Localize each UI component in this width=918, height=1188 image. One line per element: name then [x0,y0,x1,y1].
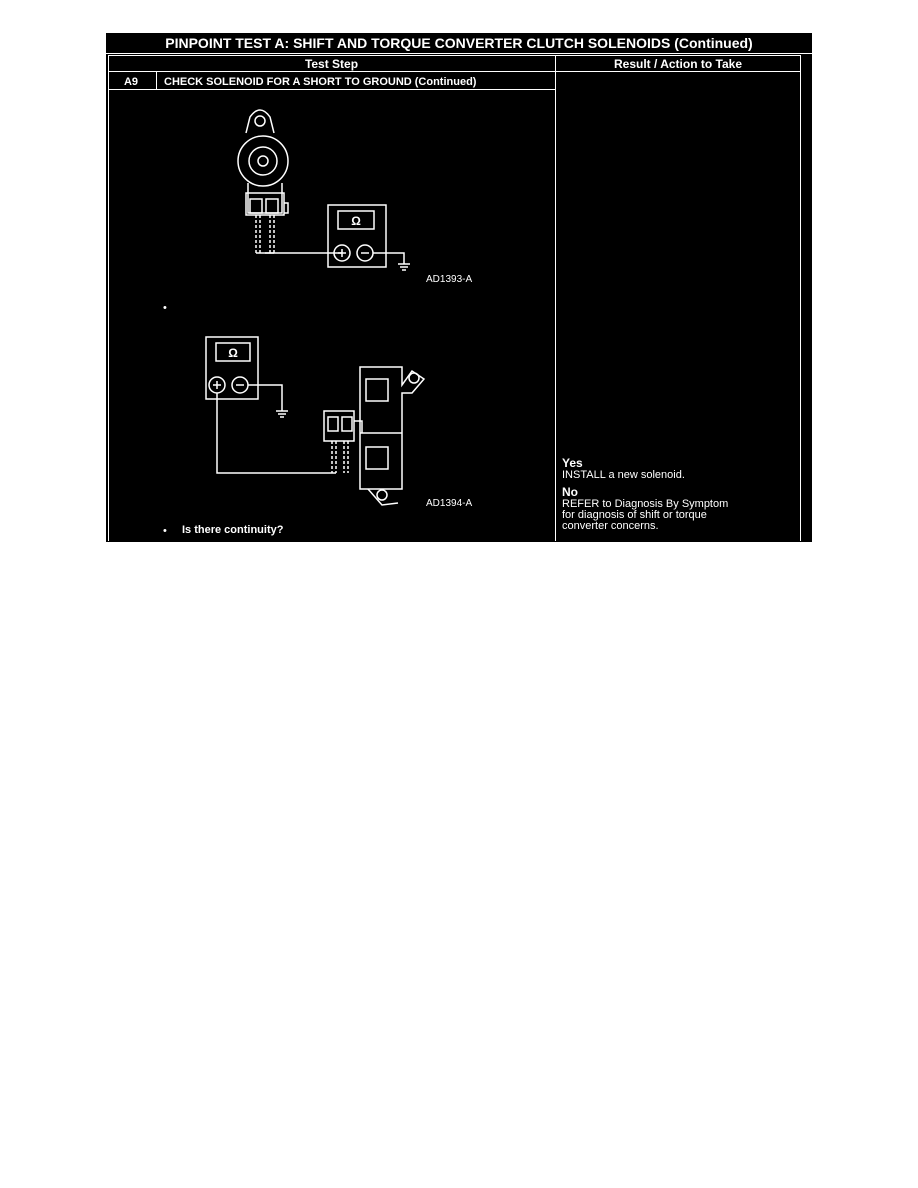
ground-symbol-icon [398,263,410,271]
header-result-action: Result / Action to Take [613,57,742,71]
step-row-line [108,89,555,90]
header-bottom-line [108,71,800,72]
result-no-line-3: converter concerns. [562,520,659,532]
step-title: CHECK SOLENOID FOR A SHORT TO GROUND (Co… [164,76,477,88]
result-no-line-2: for diagnosis of shift or torque [562,509,707,521]
bullet-1: • [163,302,167,314]
result-yes-text: INSTALL a new solenoid. [562,469,685,481]
connector-icon [323,410,363,442]
result-no-label: No [562,485,578,499]
left-border [108,55,109,541]
figure-1-id: AD1393-A [426,274,473,285]
continuity-question: Is there continuity? [182,524,284,536]
header-test-step: Test Step [304,57,359,71]
header-top-line [108,55,800,56]
table-title: PINPOINT TEST A: SHIFT AND TORQUE CONVER… [165,35,753,51]
pinpoint-test-table: PINPOINT TEST A: SHIFT AND TORQUE CONVER… [106,33,812,542]
solenoid-icon [237,109,289,214]
figure-solenoid-ohmmeter: Ω [237,109,410,271]
figure-2-id: AD1394-A [426,498,473,509]
ground-symbol-icon [276,410,288,418]
connector-icon [245,192,289,216]
result-no-line-1: REFER to Diagnosis By Symptom [562,498,729,510]
step-id-divider [156,71,157,89]
solenoid-icon [359,366,426,506]
result-yes-label: Yes [562,456,583,470]
ohm-symbol: Ω [228,346,238,360]
step-id: A9 [123,76,139,88]
bullet-2: • [163,525,167,537]
figure-connector-ohmmeter: Ω [205,336,426,506]
ohm-symbol: Ω [351,214,361,228]
title-divider [106,53,812,54]
column-divider [555,55,556,541]
right-border [800,55,801,541]
